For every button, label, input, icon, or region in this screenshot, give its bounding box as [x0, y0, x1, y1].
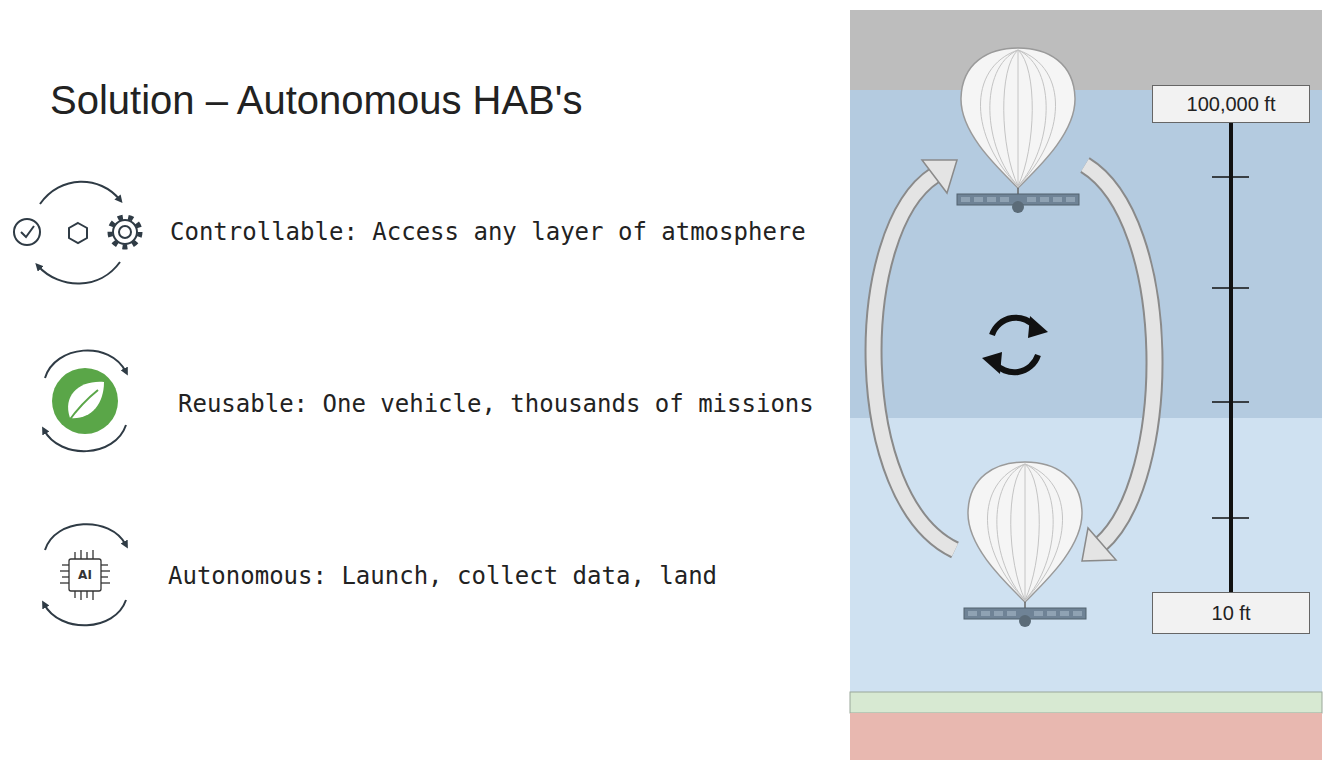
feature-text: Autonomous: Launch, collect data, land — [168, 562, 717, 590]
scale-bar — [1229, 123, 1233, 592]
feature-text: Reusable: One vehicle, thousands of miss… — [178, 390, 814, 418]
scale-box: 100,000 ft — [1152, 85, 1310, 123]
scale-value: 10 ft — [1212, 602, 1251, 625]
chip-label: AI — [78, 568, 92, 582]
scale-box: 10 ft — [1152, 592, 1310, 634]
slide-title: Solution – Autonomous HAB's — [50, 78, 582, 123]
scale-value: 100,000 ft — [1187, 93, 1276, 116]
feature-text: Controllable: Access any layer of atmosp… — [170, 218, 806, 246]
